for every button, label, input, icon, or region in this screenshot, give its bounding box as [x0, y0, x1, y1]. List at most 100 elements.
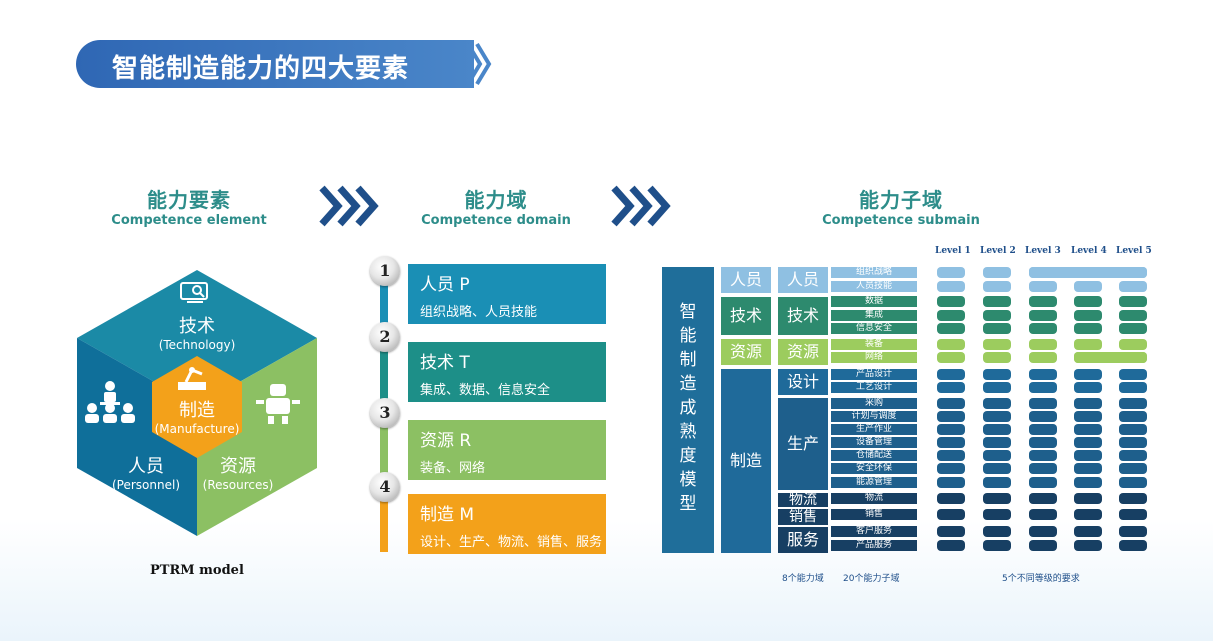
level-bar — [937, 398, 965, 409]
element-header: 能力要素 Competence element — [108, 184, 270, 228]
domain-subtitle: 组织战略、人员技能 — [420, 305, 538, 320]
level-bar — [937, 267, 965, 278]
model-char: 型 — [679, 494, 697, 514]
step-number: 1 — [370, 256, 400, 286]
matrix-group-personnel: 人员 — [778, 267, 828, 293]
domain-connector — [380, 418, 388, 480]
matrix-item: 组织战略 — [831, 267, 917, 278]
level-bar — [937, 411, 965, 422]
level-bar — [1074, 540, 1102, 551]
level-bar — [1074, 509, 1102, 520]
matrix-item: 工艺设计 — [831, 382, 917, 393]
matrix-item: 采购 — [831, 398, 917, 409]
footer-domain-count: 8个能力域 — [782, 574, 824, 584]
hex-manufacture-en: (Manufacture) — [154, 422, 240, 436]
matrix-item: 产品服务 — [831, 540, 917, 551]
hex-resources: 资源 (Resources) — [196, 452, 280, 492]
level-header: Level 1 — [935, 246, 971, 256]
robot-arm-icon — [178, 367, 206, 390]
level-bar — [1029, 323, 1057, 334]
level-bar — [937, 477, 965, 488]
hex-personnel: 人员 (Personnel) — [106, 452, 186, 492]
level-header: Level 2 — [980, 246, 1016, 256]
ptrm-caption: PTRM model — [150, 563, 244, 578]
hex-resources-en: (Resources) — [202, 478, 274, 492]
matrix-group-technology: 技术 — [778, 297, 828, 335]
matrix-item: 信息安全 — [831, 323, 917, 334]
level-bar — [1074, 398, 1102, 409]
level-bar — [1029, 437, 1057, 448]
level-bar — [1119, 339, 1147, 350]
level-bar — [1074, 339, 1102, 350]
matrix-group-resources: 资源 — [778, 339, 828, 365]
level-bar — [983, 437, 1011, 448]
level-bar — [1119, 296, 1147, 307]
model-char: 制 — [679, 350, 697, 370]
level-bar — [1074, 493, 1102, 504]
level-bar — [937, 493, 965, 504]
level-bar — [1029, 424, 1057, 435]
hex-personnel-en: (Personnel) — [111, 478, 180, 492]
level-bar — [983, 424, 1011, 435]
matrix-item: 客户服务 — [831, 526, 917, 537]
step-number: 2 — [370, 322, 400, 352]
matrix-item: 销售 — [831, 509, 917, 520]
level-bar — [1029, 493, 1057, 504]
level-bar — [1029, 310, 1057, 321]
element-header-en: Competence element — [111, 213, 267, 228]
level-bar — [1029, 281, 1057, 292]
hex-technology: 技术 (Technology) — [156, 312, 238, 352]
level-bar — [937, 382, 965, 393]
level-bar — [983, 323, 1011, 334]
title-banner: 智能制造能力的四大要素 — [76, 40, 474, 88]
submain-header: 能力子域 Competence submain — [812, 184, 990, 228]
level-bar — [1119, 463, 1147, 474]
domain-title: 制造 M — [420, 505, 475, 525]
level-bar — [983, 450, 1011, 461]
level-bar — [983, 382, 1011, 393]
level-bar — [1119, 369, 1147, 380]
step-number: 4 — [370, 472, 400, 502]
domain-connector — [380, 280, 388, 326]
domain-header-cn: 能力域 — [464, 188, 528, 212]
level-bar — [937, 281, 965, 292]
model-char: 度 — [679, 446, 697, 466]
level-bar — [1119, 411, 1147, 422]
level-bar — [1074, 437, 1102, 448]
level-bar — [1119, 323, 1147, 334]
level-bar — [1074, 369, 1102, 380]
level-bar — [1029, 477, 1057, 488]
hex-manufacture-cn: 制造 — [179, 400, 215, 421]
hex-manufacture: 制造 (Manufacture) — [148, 396, 246, 436]
level-bar — [1074, 310, 1102, 321]
level-bar — [983, 352, 1011, 363]
matrix-item: 装备 — [831, 339, 917, 350]
level-bar — [937, 310, 965, 321]
level-bar — [983, 493, 1011, 504]
level-bar — [1074, 477, 1102, 488]
model-char: 能 — [679, 326, 697, 346]
title-chevron-icon — [466, 42, 492, 86]
level-bar — [1119, 398, 1147, 409]
footer-level-note: 5个不同等级的要求 — [1002, 574, 1080, 584]
matrix-item: 生产作业 — [831, 424, 917, 435]
level-bar — [1029, 450, 1057, 461]
level-header: Level 4 — [1071, 246, 1107, 256]
level-bar — [1119, 424, 1147, 435]
domain-card-manufacture: 制造 M 设计、生产、物流、销售、服务 — [408, 494, 606, 554]
level-bar — [937, 369, 965, 380]
matrix-item: 能源管理 — [831, 477, 917, 488]
matrix-domain-manufacture: 制造 — [721, 369, 771, 553]
hex-resources-cn: 资源 — [220, 456, 256, 477]
level-bar — [1029, 382, 1057, 393]
level-bar — [937, 424, 965, 435]
level-bar — [937, 450, 965, 461]
level-bar — [937, 526, 965, 537]
level-bar — [983, 339, 1011, 350]
element-header-cn: 能力要素 — [147, 188, 231, 212]
level-bar — [937, 323, 965, 334]
level-bar — [937, 296, 965, 307]
robot-icon — [256, 384, 300, 424]
level-span-bar — [1074, 352, 1147, 363]
model-char: 造 — [679, 374, 697, 394]
